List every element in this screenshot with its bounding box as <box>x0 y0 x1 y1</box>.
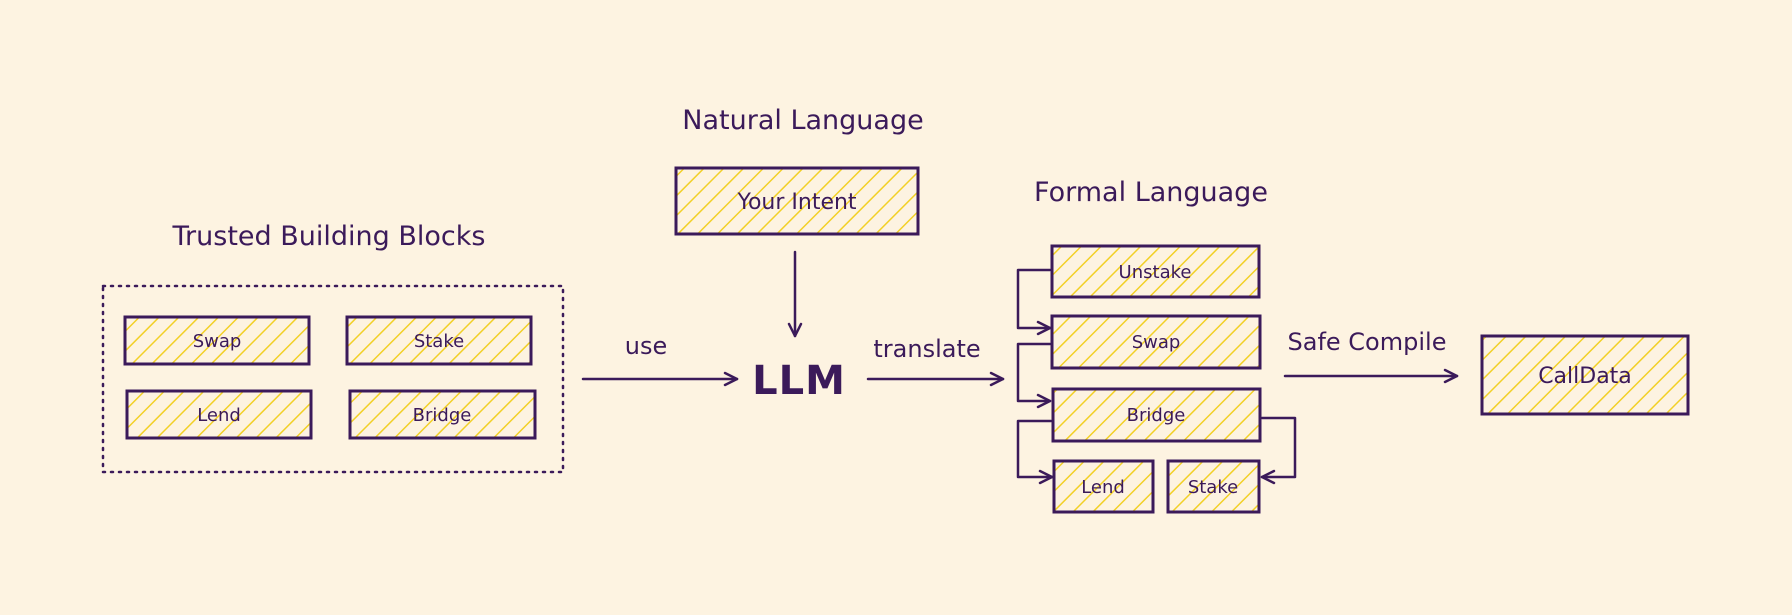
calldata-label: CallData <box>1538 364 1632 389</box>
calldata-node: CallData <box>1480 334 1690 416</box>
step-lend-box <box>1052 459 1155 514</box>
formal-language-heading: Formal Language <box>1034 177 1268 208</box>
use-label: use <box>625 332 667 360</box>
block-swap-label: Swap <box>193 331 242 352</box>
step-bridge-label: Bridge <box>1127 405 1186 426</box>
intent-box <box>674 166 920 236</box>
block-lend-label: Lend <box>197 405 241 426</box>
step-swap-label: Swap <box>1132 332 1181 353</box>
trusted-blocks-heading: Trusted Building Blocks <box>172 221 486 252</box>
safe-compile-label: Safe Compile <box>1288 328 1447 356</box>
block-stake-label: Stake <box>414 331 464 352</box>
step-lend-label: Lend <box>1081 477 1125 498</box>
trusted-blocks-group: Swap Stake Lend Bridge <box>101 284 565 474</box>
step-swap-box <box>1050 314 1262 370</box>
llm-label: LLM <box>752 358 846 404</box>
step-stake-box <box>1166 459 1261 514</box>
trusted-blocks-container <box>101 284 565 474</box>
step-unstake-label: Unstake <box>1119 262 1192 283</box>
block-bridge-label: Bridge <box>413 405 472 426</box>
bridge-to-stake-connector <box>1260 416 1297 485</box>
step-bridge-box <box>1051 387 1262 443</box>
block-lend-box <box>125 389 313 440</box>
translate-label: translate <box>873 335 980 363</box>
intent-label: Your Intent <box>736 190 856 215</box>
unstake-to-swap-connector <box>1016 268 1052 336</box>
block-bridge-box <box>348 389 537 440</box>
formal-steps-group: Unstake Swap Bridge Lend Stake <box>1016 244 1297 514</box>
swap-to-bridge-connector <box>1016 342 1052 409</box>
natural-language-heading: Natural Language <box>682 105 923 136</box>
bridge-to-lend-connector <box>1016 419 1054 485</box>
block-stake-box <box>345 315 533 366</box>
intent-node: Your Intent <box>674 166 920 236</box>
calldata-box <box>1480 334 1690 416</box>
block-swap-box <box>123 315 311 366</box>
step-stake-label: Stake <box>1188 477 1238 498</box>
step-unstake-box <box>1050 244 1261 299</box>
